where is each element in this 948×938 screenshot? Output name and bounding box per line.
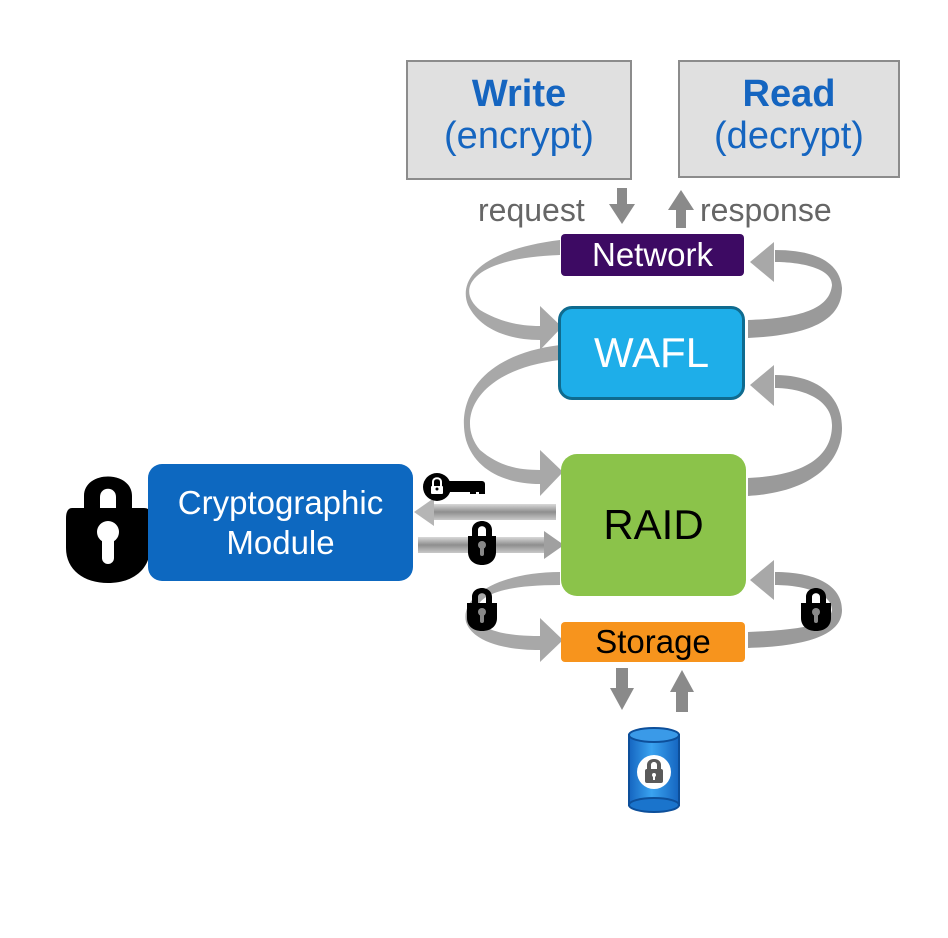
response-arrow	[668, 190, 694, 228]
request-arrow	[609, 188, 635, 224]
request-label: request	[478, 192, 585, 228]
raid-layer: RAID	[561, 454, 746, 596]
read-title: Read	[742, 73, 836, 115]
storage-to-disk-arrow	[610, 668, 634, 710]
raid-to-crypto-arrow	[414, 498, 556, 526]
raid-label: RAID	[603, 501, 704, 548]
write-subtitle: (encrypt)	[444, 115, 594, 157]
right-curve-wafl-to-network	[748, 242, 842, 338]
read-operation-box: Read (decrypt)	[678, 60, 900, 178]
response-label: response	[700, 192, 832, 228]
left-curve-wafl-to-raid	[463, 345, 563, 496]
padlock-icon	[801, 588, 831, 631]
padlock-icon	[468, 521, 496, 565]
wafl-label: WAFL	[593, 329, 710, 376]
network-label: Network	[591, 236, 714, 273]
cryptographic-module: Cryptographic Module	[148, 464, 413, 581]
write-title: Write	[471, 73, 567, 115]
crypto-module-label-line2: Module	[226, 523, 335, 561]
right-curve-raid-to-wafl	[748, 365, 842, 496]
disk-cylinder-icon	[628, 727, 680, 813]
wafl-layer: WAFL	[558, 306, 745, 400]
padlock-icon	[66, 476, 150, 583]
storage-label: Storage	[595, 623, 711, 660]
crypto-module-label-line1: Cryptographic	[177, 483, 384, 521]
disk-to-storage-arrow	[670, 670, 694, 712]
network-layer: Network	[561, 234, 744, 276]
read-subtitle: (decrypt)	[714, 115, 864, 157]
padlock-icon	[467, 588, 497, 631]
storage-layer: Storage	[561, 622, 745, 662]
left-curve-network-to-wafl	[465, 240, 562, 350]
write-operation-box: Write (encrypt)	[406, 60, 632, 180]
key-icon	[423, 473, 485, 501]
